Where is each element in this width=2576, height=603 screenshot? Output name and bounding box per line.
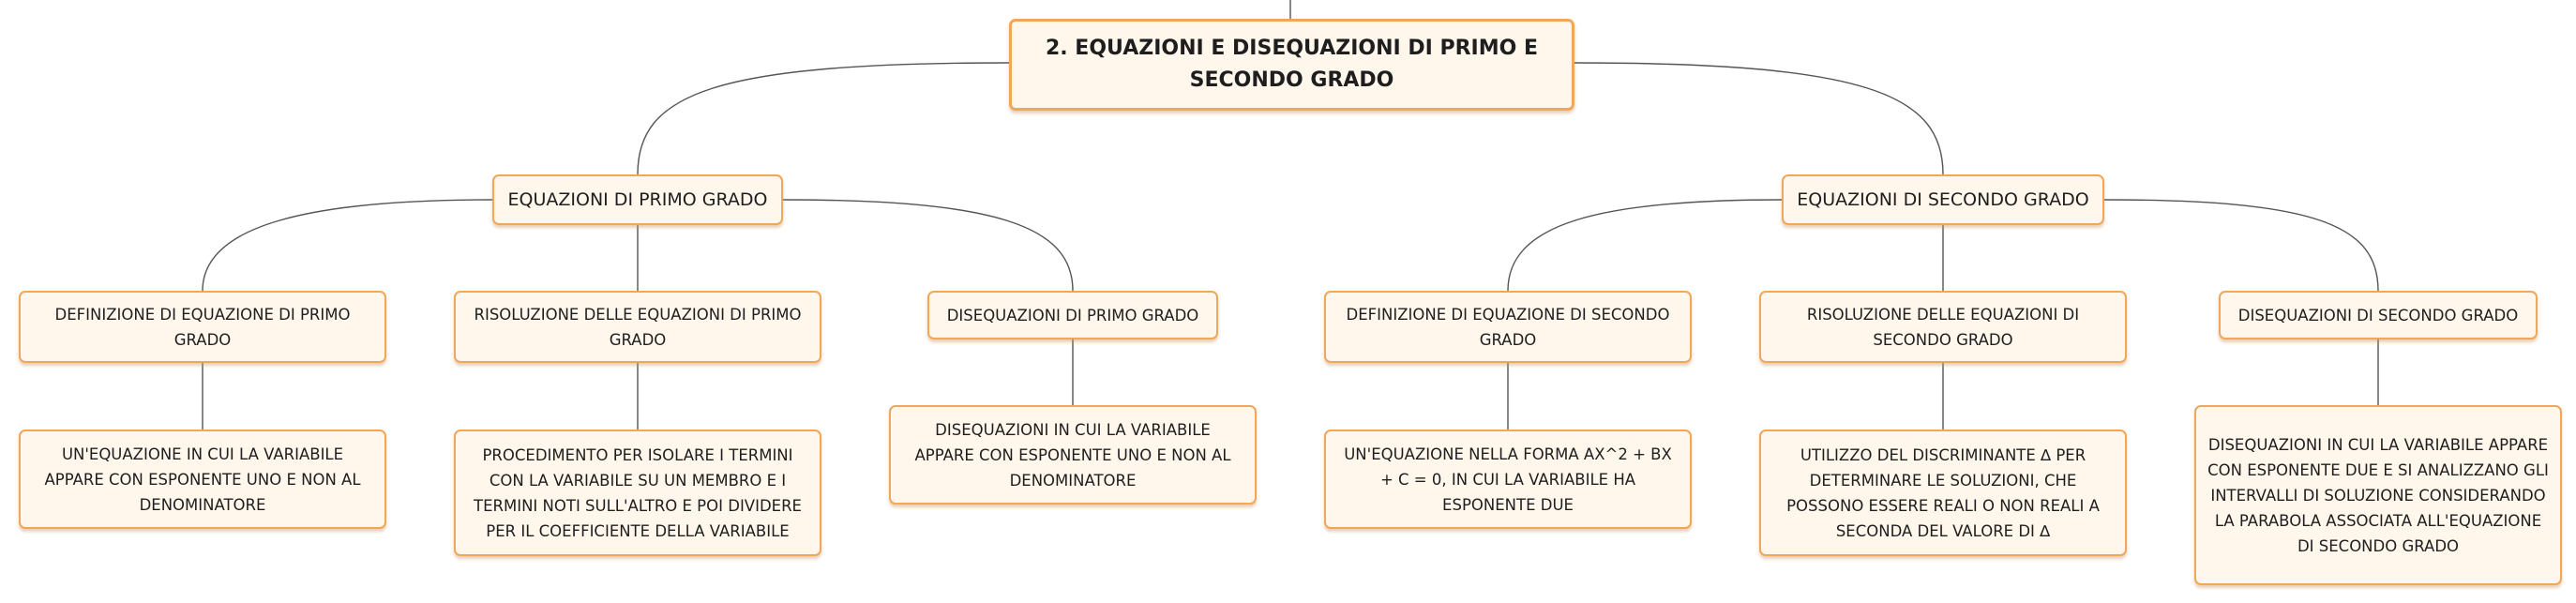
detail-disequazioni-primo-grado[interactable]: DISEQUAZIONI IN CUI LA VARIABILE APPARE …	[889, 405, 1257, 505]
connector-b1-t3	[782, 199, 1074, 292]
branch-label: EQUAZIONI DI SECONDO GRADO	[1797, 189, 2089, 210]
detail-risoluzione-secondo-grado[interactable]: UTILIZZO DEL DISCRIMINANTE ∆ PER DETERMI…	[1759, 430, 2127, 556]
topic-label: DEFINIZIONE DI EQUAZIONE DI SECONDO GRAD…	[1346, 305, 1670, 349]
detail-text: PROCEDIMENTO PER ISOLARE I TERMINI CON L…	[474, 445, 802, 540]
detail-text: UTILIZZO DEL DISCRIMINANTE ∆ PER DETERMI…	[1786, 445, 2100, 540]
detail-disequazioni-secondo-grado[interactable]: DISEQUAZIONI IN CUI LA VARIABILE APPARE …	[2194, 405, 2562, 585]
topic-definizione-secondo-grado[interactable]: DEFINIZIONE DI EQUAZIONE DI SECONDO GRAD…	[1324, 291, 1692, 363]
connector-b2-t3	[2103, 199, 2379, 292]
topic-disequazioni-primo-grado[interactable]: DISEQUAZIONI DI PRIMO GRADO	[927, 291, 1218, 339]
detail-risoluzione-primo-grado[interactable]: PROCEDIMENTO PER ISOLARE I TERMINI CON L…	[454, 430, 821, 556]
topic-risoluzione-secondo-grado[interactable]: RISOLUZIONE DELLE EQUAZIONI DI SECONDO G…	[1759, 291, 2127, 363]
detail-text: DISEQUAZIONI IN CUI LA VARIABILE APPARE …	[2207, 435, 2549, 555]
connector-root-branch-1	[637, 62, 1010, 175]
topic-label: DISEQUAZIONI DI SECONDO GRADO	[2237, 306, 2519, 324]
topic-disequazioni-secondo-grado[interactable]: DISEQUAZIONI DI SECONDO GRADO	[2219, 291, 2538, 339]
topic-definizione-primo-grado[interactable]: DEFINIZIONE DI EQUAZIONE DI PRIMO GRADO	[19, 291, 386, 363]
branch-label: EQUAZIONI DI PRIMO GRADO	[507, 189, 768, 210]
topic-label: DISEQUAZIONI DI PRIMO GRADO	[946, 306, 1199, 324]
connector-root-branch-2	[1574, 62, 1944, 175]
detail-text: UN'EQUAZIONE NELLA FORMA AX^2 + BX + C =…	[1344, 445, 1672, 514]
branch-equazioni-primo-grado[interactable]: EQUAZIONI DI PRIMO GRADO	[492, 174, 783, 225]
detail-definizione-secondo-grado[interactable]: UN'EQUAZIONE NELLA FORMA AX^2 + BX + C =…	[1324, 430, 1692, 529]
root-label: 2. EQUAZIONI E DISEQUAZIONI DI PRIMO E S…	[1045, 37, 1539, 92]
root-node[interactable]: 2. EQUAZIONI E DISEQUAZIONI DI PRIMO E S…	[1009, 19, 1574, 111]
connector-b1-t1	[202, 199, 493, 292]
topic-label: RISOLUZIONE DELLE EQUAZIONI DI SECONDO G…	[1806, 305, 2080, 349]
detail-text: UN'EQUAZIONE IN CUI LA VARIABILE APPARE …	[44, 445, 361, 514]
branch-equazioni-secondo-grado[interactable]: EQUAZIONI DI SECONDO GRADO	[1782, 174, 2104, 225]
connector-b2-t1	[1507, 199, 1783, 292]
detail-text: DISEQUAZIONI IN CUI LA VARIABILE APPARE …	[914, 420, 1231, 490]
topic-risoluzione-primo-grado[interactable]: RISOLUZIONE DELLE EQUAZIONI DI PRIMO GRA…	[454, 291, 821, 363]
detail-definizione-primo-grado[interactable]: UN'EQUAZIONE IN CUI LA VARIABILE APPARE …	[19, 430, 386, 529]
topic-label: DEFINIZIONE DI EQUAZIONE DI PRIMO GRADO	[54, 305, 351, 349]
topic-label: RISOLUZIONE DELLE EQUAZIONI DI PRIMO GRA…	[474, 305, 802, 349]
